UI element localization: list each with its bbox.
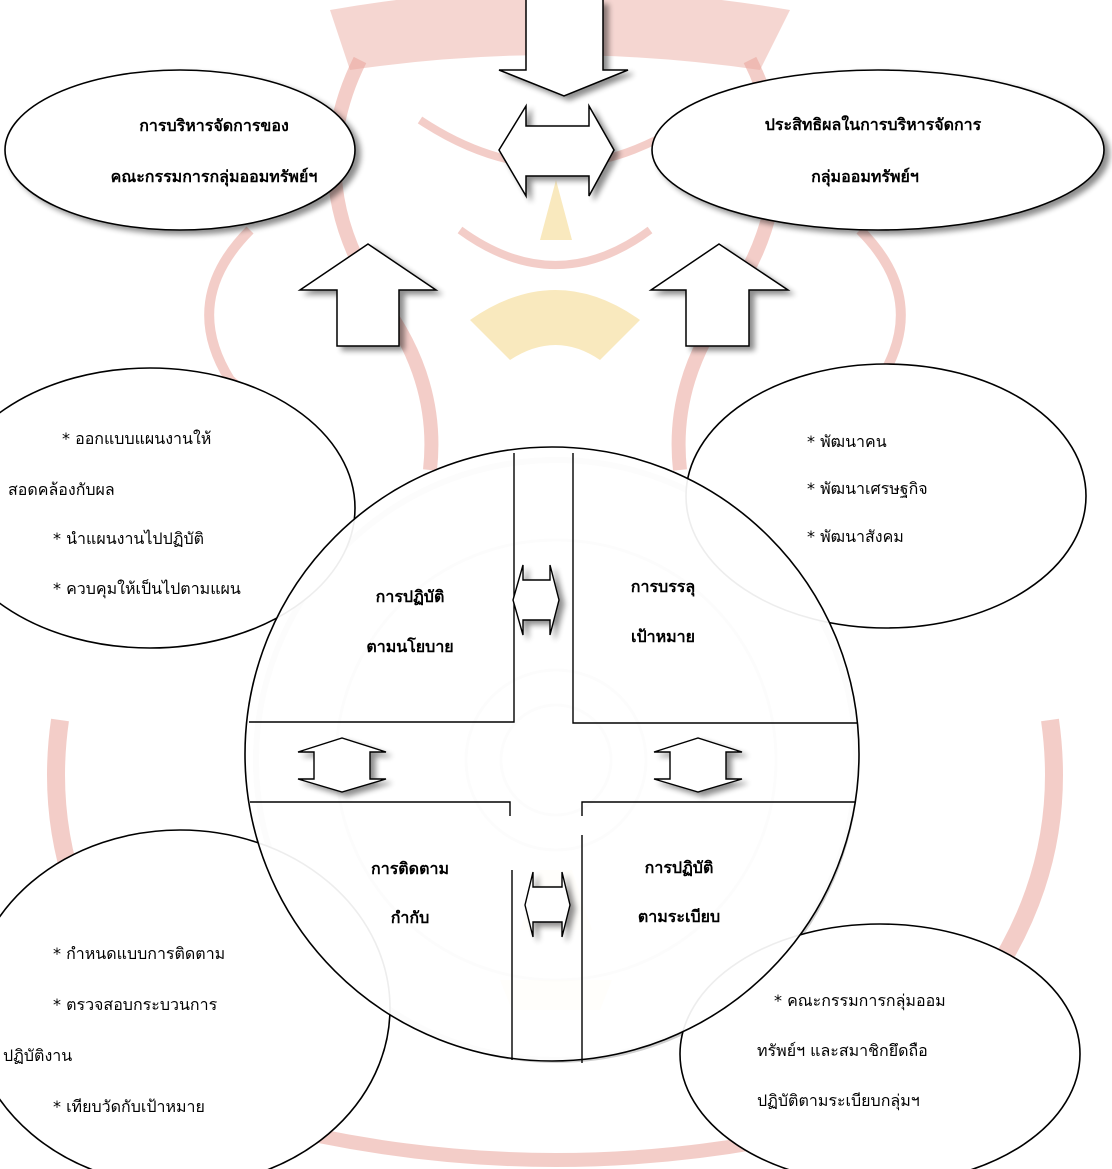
oval-regulation: * คณะกรรมการกลุ่มออม ทรัพย์ฯ และสมาชิกยึ…: [679, 923, 1081, 1169]
double-arrow-top-icon: [512, 564, 560, 636]
central-circle: [244, 446, 860, 1063]
quadrant-regulation-line2: ตามระเบียบ: [638, 907, 720, 926]
oval-development-line2: * พัฒนาเศรษฐกิจ: [807, 479, 928, 498]
oval-planning-line1: * ออกแบบแผนงานให้: [62, 429, 211, 448]
quadrant-regulation: การปฏิบัติ ตามระเบียบ: [638, 858, 720, 926]
oval-regulation-line2: ทรัพย์ฯ และสมาชิกยึดถือ: [757, 1041, 928, 1060]
oval-effectiveness-line2: กลุ่มออมทรัพย์ฯ: [811, 167, 919, 187]
quadrant-goal-line1: การบรรลุ: [631, 577, 695, 597]
quadrant-monitoring-line1: การติดตาม: [371, 859, 449, 878]
quadrant-goal: การบรรลุ เป้าหมาย: [631, 577, 695, 646]
oval-monitoring-line2: * ตรวจสอบกระบวนการ: [53, 995, 218, 1014]
down-arrow-icon: [498, 0, 629, 97]
up-arrow-right-icon: [648, 243, 791, 347]
quadrant-policy-line2: ตามนโยบาย: [366, 636, 453, 656]
up-arrow-left-icon: [297, 243, 439, 347]
oval-development-line1: * พัฒนาคน: [807, 432, 887, 451]
vertical-double-arrow-left-icon: [297, 737, 387, 793]
oval-effectiveness: ประสิทธิผลในการบริหารจัดการ กลุ่มออมทรัพ…: [651, 69, 1105, 231]
oval-monitoring-line4: * เทียบวัดกับเป้าหมาย: [53, 1097, 205, 1116]
oval-management-line1: การบริหารจัดการของ: [139, 116, 289, 135]
oval-management-line2: คณะกรรมการกลุ่มออมทรัพย์ฯ: [111, 167, 318, 187]
quadrant-monitoring-line2: กำกับ: [391, 908, 430, 927]
oval-regulation-line3: ปฏิบัติตามระเบียบกลุ่มฯ: [757, 1091, 920, 1111]
double-arrow-horizontal-icon: [498, 103, 615, 199]
quadrant-policy-line1: การปฏิบัติ: [376, 587, 445, 606]
oval-effectiveness-line1: ประสิทธิผลในการบริหารจัดการ: [765, 115, 982, 134]
double-arrow-bottom-icon: [524, 871, 571, 938]
oval-management: การบริหารจัดการของ คณะกรรมการกลุ่มออมทรั…: [4, 69, 356, 231]
oval-monitoring-line3: ปฏิบัติงาน: [3, 1046, 72, 1065]
oval-development-line3: * พัฒนาสังคม: [807, 527, 904, 546]
oval-monitoring-line1: * กำหนดแบบการติดตาม: [53, 944, 225, 963]
quadrant-regulation-line1: การปฏิบัติ: [645, 858, 714, 877]
oval-planning-line2: สอดคล้องกับผล: [8, 480, 115, 499]
quadrant-monitoring: การติดตาม กำกับ: [371, 859, 449, 927]
quadrant-policy: การปฏิบัติ ตามนโยบาย: [366, 587, 453, 656]
oval-planning-line4: * ควบคุมให้เป็นไปตามแผน: [53, 578, 241, 599]
vertical-double-arrow-right-icon: [653, 737, 743, 793]
quadrant-goal-line2: เป้าหมาย: [631, 627, 695, 646]
oval-regulation-line1: * คณะกรรมการกลุ่มออม: [774, 991, 946, 1011]
oval-planning-line3: * นำแผนงานไปปฏิบัติ: [53, 529, 204, 548]
oval-planning: * ออกแบบแผนงานให้ สอดคล้องกับผล * นำแผนง…: [0, 367, 356, 649]
